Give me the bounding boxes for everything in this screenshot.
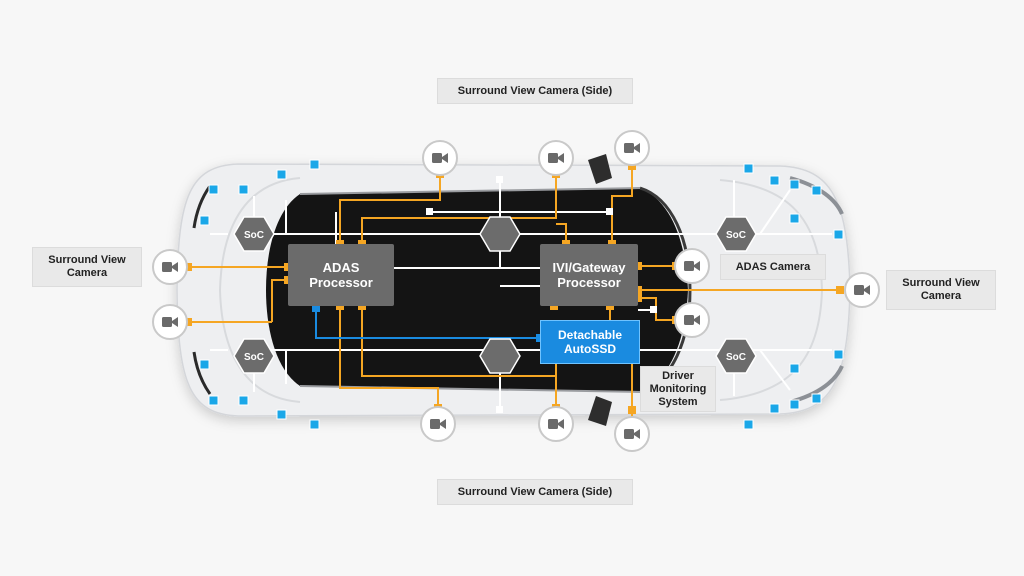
side-camera-bottom-2-icon [538,406,574,442]
side-camera-bottom-3-icon [614,416,650,452]
label-surround-side-bottom: Surround View Camera (Side) [437,479,633,505]
side-camera-top-1-icon [422,140,458,176]
ssd-connector-adas [312,304,320,312]
ssd-link-line [315,306,540,339]
soc-rear-right: SoC [233,338,275,374]
label-surround-right: Surround View Camera [886,270,996,310]
soc-label: SoC [244,230,264,241]
adas-camera-2-icon [674,302,710,338]
mirror-left [588,154,612,184]
side-camera-top-2-icon [538,140,574,176]
soc-label: SoC [726,230,746,241]
orange-bus-lines [188,166,840,424]
rear-camera-1-icon [152,249,188,285]
soc-front-right: SoC [715,338,757,374]
adas-camera-1-icon [674,248,710,284]
soc-label: SoC [244,352,264,363]
taillight-right [192,351,212,395]
label-text: Surround View Camera [48,254,126,279]
side-camera-bottom-1-icon [420,406,456,442]
label-text: Surround View Camera (Side) [457,84,613,97]
ssd-label: Detachable AutoSSD [557,328,623,356]
mirror-right [588,396,612,426]
label-adas-camera: ADAS Camera [720,254,826,280]
detachable-autossd: Detachable AutoSSD [540,320,640,364]
label-text: Surround View Camera [902,277,980,302]
label-surround-left: Surround View Camera [32,247,142,287]
front-camera-icon [844,272,880,308]
trunk-contour [218,177,301,403]
label-text: Driver Monitoring System [649,369,707,408]
soc-front-left: SoC [715,216,757,252]
rear-camera-2-icon [152,304,188,340]
label-text: ADAS Camera [735,260,811,273]
label-surround-side-top: Surround View Camera (Side) [437,78,633,104]
ivi-processor-label: IVI/Gateway Processor [552,260,626,290]
adas-processor-label: ADAS Processor [309,260,373,290]
soc-rear-left: SoC [233,216,275,252]
ivi-gateway-processor: IVI/Gateway Processor [540,244,638,306]
adas-processor: ADAS Processor [288,244,394,306]
label-driver-monitoring: Driver Monitoring System [640,366,716,412]
taillight-left [192,185,212,229]
label-text: Surround View Camera (Side) [457,485,613,498]
sensor-squares [199,159,844,430]
soc-label: SoC [726,352,746,363]
side-camera-top-3-icon [614,130,650,166]
